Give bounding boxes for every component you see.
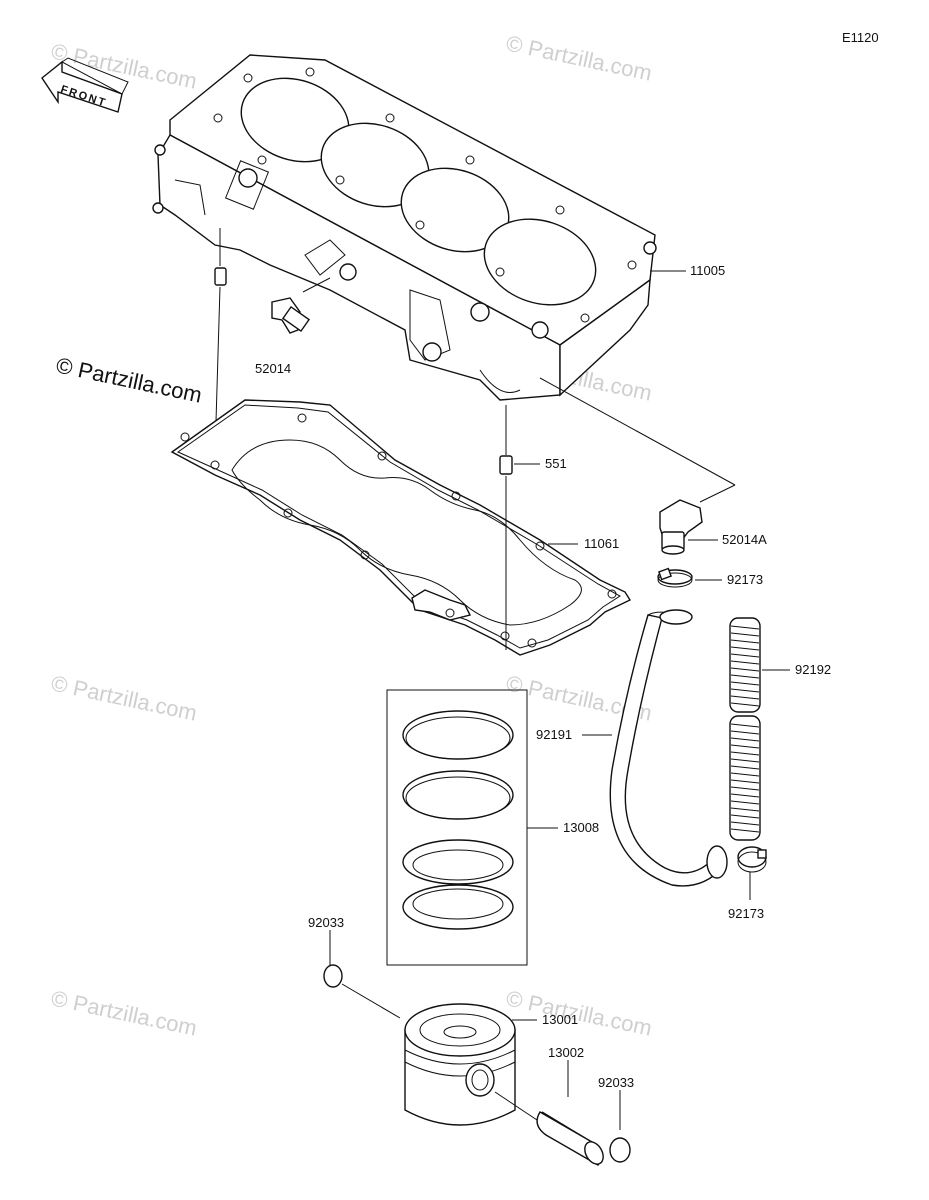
label-92191: 92191	[536, 727, 572, 742]
label-11061: 11061	[584, 536, 619, 551]
protector-rib	[730, 646, 760, 651]
label-13001: 13001	[542, 1012, 578, 1027]
protector-rib	[730, 702, 760, 707]
watermark-faint: © Partzilla.com	[504, 985, 654, 1040]
circlip-left[interactable]	[323, 964, 343, 988]
label-92033-left: 92033	[308, 915, 344, 930]
protector-rib	[730, 730, 760, 735]
clamp-top[interactable]	[657, 567, 693, 588]
cylinder-block[interactable]	[152, 54, 657, 401]
protector-rib	[730, 814, 760, 819]
watermark-main: © Partzilla.com	[54, 352, 204, 407]
protector-rib	[730, 674, 760, 679]
protector-rib	[730, 786, 760, 791]
protector-rib	[730, 653, 760, 658]
protector-rib	[730, 751, 760, 756]
fitting-52014[interactable]	[271, 277, 331, 334]
protector-rib	[730, 807, 760, 812]
protector-rib	[730, 688, 760, 693]
circlip-right[interactable]	[609, 1137, 631, 1163]
protector-92192[interactable]	[729, 617, 761, 841]
label-92192: 92192	[795, 662, 831, 677]
dowel-left[interactable]	[214, 267, 227, 286]
clamp-bottom[interactable]	[737, 846, 767, 873]
watermark-faint: © Partzilla.com	[504, 30, 654, 85]
protector-rib	[730, 667, 760, 672]
label-92173-top: 92173	[727, 572, 763, 587]
watermark-faint: © Partzilla.com	[49, 985, 199, 1040]
protector-rib	[730, 737, 760, 742]
piston-pin[interactable]	[536, 1111, 607, 1167]
piston-ring-set[interactable]	[402, 710, 514, 930]
protector-rib	[730, 695, 760, 700]
label-92173-bottom: 92173	[728, 906, 764, 921]
label-551: 551	[545, 456, 567, 471]
diagram-code: E1120	[842, 30, 879, 45]
label-52014A: 52014A	[722, 532, 767, 547]
label-13008: 13008	[563, 820, 599, 835]
protector-rib	[730, 828, 760, 833]
protector-rib	[730, 793, 760, 798]
protector-rib	[730, 765, 760, 770]
hose-92191[interactable]	[609, 609, 728, 887]
protector-rib	[730, 821, 760, 826]
label-13002: 13002	[548, 1045, 584, 1060]
protector-rib	[730, 625, 760, 630]
dowel-551[interactable]	[499, 455, 513, 475]
protector-rib	[730, 772, 760, 777]
cylinder-gasket[interactable]	[170, 399, 632, 656]
protector-rib	[730, 800, 760, 805]
fitting-52014a[interactable]	[659, 499, 703, 555]
protector-rib	[730, 779, 760, 784]
label-11005: 11005	[690, 263, 725, 278]
protector-rib	[730, 723, 760, 728]
piston-13001[interactable]	[404, 1003, 516, 1126]
label-52014: 52014	[255, 361, 291, 376]
protector-rib	[730, 632, 760, 637]
protector-rib	[730, 744, 760, 749]
label-92033-right: 92033	[598, 1075, 634, 1090]
protector-rib	[730, 660, 760, 665]
protector-rib	[730, 758, 760, 763]
watermark-faint: © Partzilla.com	[49, 670, 199, 725]
protector-rib	[730, 681, 760, 686]
protector-rib	[730, 639, 760, 644]
